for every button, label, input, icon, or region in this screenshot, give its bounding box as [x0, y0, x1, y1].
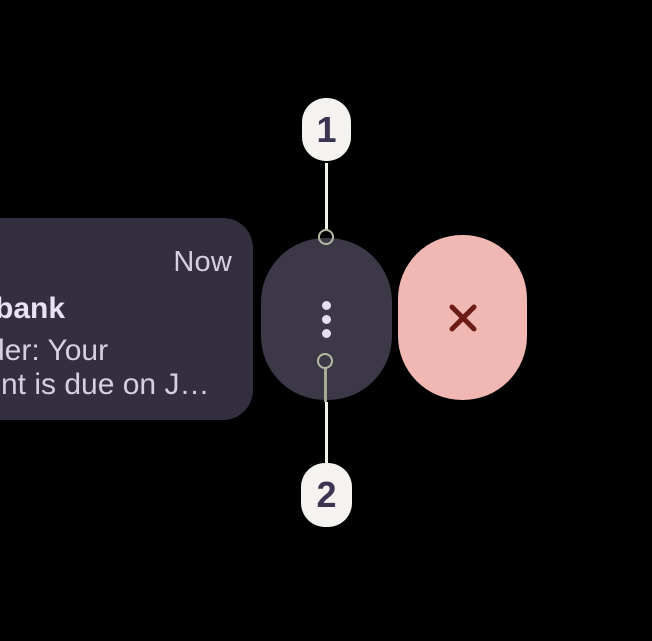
- callout-endpoint-1: [318, 229, 334, 245]
- notification-title: bank: [0, 292, 66, 325]
- more-icon-dot: [322, 300, 331, 310]
- notification-body-line1: der: Your: [0, 334, 109, 367]
- callout-badge-1: 1: [302, 98, 351, 161]
- notification-card[interactable]: Now bank der: Your nt is due on J…: [0, 218, 253, 420]
- more-vertical-icon: [322, 300, 331, 338]
- callout-line-2-inner: [324, 369, 327, 402]
- callout-line-2: [325, 402, 328, 463]
- callout-badge-2: 2: [301, 463, 352, 527]
- more-icon-dot: [322, 328, 331, 338]
- callout-line-1: [325, 163, 328, 230]
- notification-body-line2: nt is due on J…: [1, 368, 210, 401]
- notification-dismiss-button[interactable]: [398, 235, 527, 400]
- callout-badge-1-label: 1: [316, 108, 337, 150]
- notification-timestamp: Now: [173, 246, 232, 278]
- callout-endpoint-2: [317, 353, 333, 369]
- more-icon-dot: [322, 314, 331, 324]
- callout-badge-2-label: 2: [316, 474, 337, 515]
- close-x-icon: [449, 304, 476, 331]
